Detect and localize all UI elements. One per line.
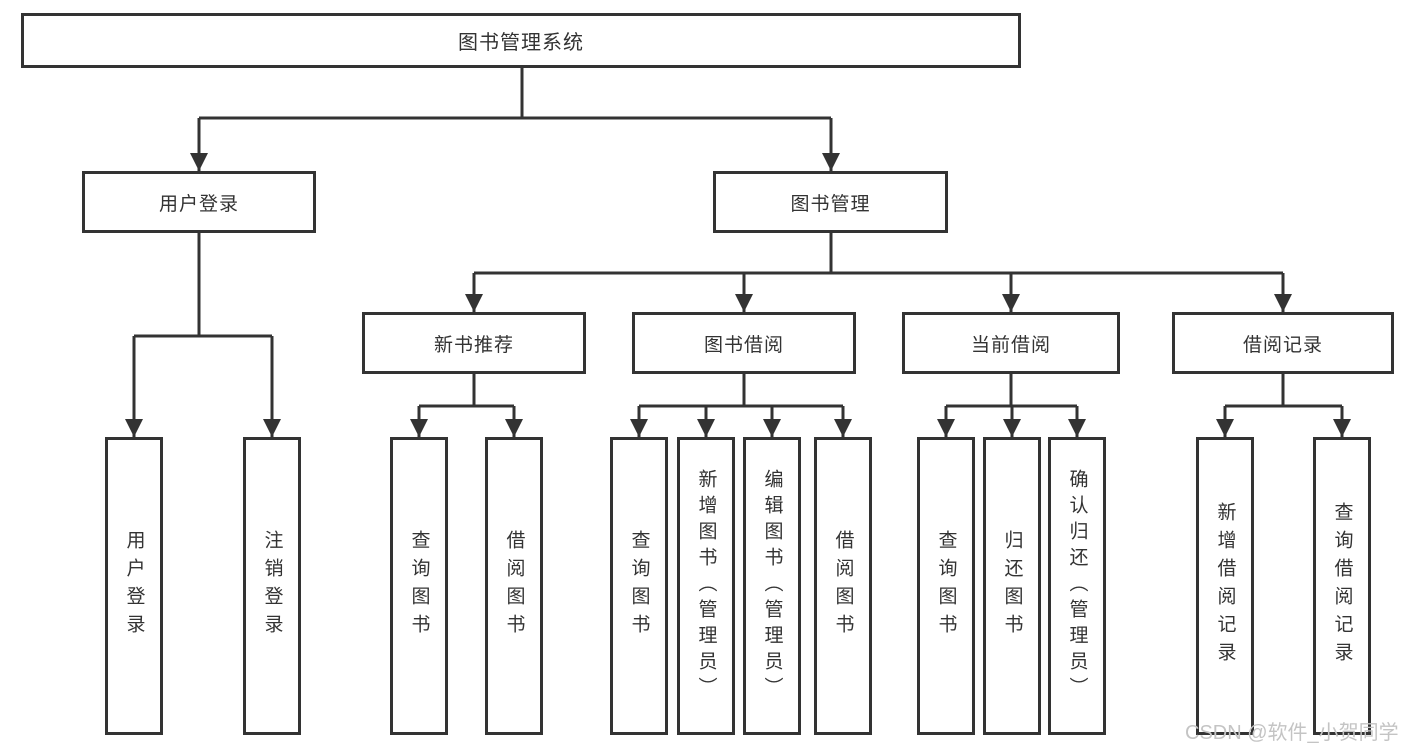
node-book-borrow: 图书借阅	[632, 312, 856, 374]
leaf-user-login: 用户登录	[105, 437, 163, 735]
leaf-add-borrow-record: 新增借阅记录	[1196, 437, 1254, 735]
leaf-add-books-admin: 新增图书（管理员）	[677, 437, 735, 735]
node-label: 借阅图书	[503, 530, 525, 642]
leaf-logout: 注销登录	[243, 437, 301, 735]
leaf-return-books: 归还图书	[983, 437, 1041, 735]
node-label: 查询图书	[628, 530, 650, 642]
node-label: 编辑图书（管理员）	[761, 469, 783, 703]
leaf-borrow-books-recommend: 借阅图书	[485, 437, 543, 735]
node-label: 图书借阅	[703, 334, 784, 356]
leaf-edit-books-admin: 编辑图书（管理员）	[743, 437, 801, 735]
node-label: 确认归还（管理员）	[1066, 469, 1088, 703]
leaf-borrow-books: 借阅图书	[814, 437, 872, 735]
node-label: 用户登录	[158, 193, 239, 215]
node-label: 归还图书	[1001, 530, 1023, 642]
node-new-book-recommend: 新书推荐	[362, 312, 586, 374]
leaf-query-borrow-record: 查询借阅记录	[1313, 437, 1371, 735]
watermark: CSDN @软件_小贺同学	[1185, 722, 1399, 744]
node-current-borrow: 当前借阅	[902, 312, 1120, 374]
leaf-query-books-current: 查询图书	[917, 437, 975, 735]
node-label: 图书管理	[790, 193, 871, 215]
node-label: 借阅记录	[1242, 334, 1323, 356]
node-label: 查询图书	[935, 530, 957, 642]
node-label: 新书推荐	[433, 334, 514, 356]
node-label: 新增借阅记录	[1214, 502, 1236, 670]
node-label: 借阅图书	[832, 530, 854, 642]
node-label: 图书管理系统	[458, 32, 584, 54]
node-label: 查询借阅记录	[1331, 502, 1353, 670]
node-label: 注销登录	[261, 530, 283, 642]
leaf-confirm-return-admin: 确认归还（管理员）	[1048, 437, 1106, 735]
node-user-login: 用户登录	[82, 171, 316, 233]
node-book-management: 图书管理	[713, 171, 948, 233]
node-label: 新增图书（管理员）	[695, 469, 717, 703]
node-label: 查询图书	[408, 530, 430, 642]
leaf-query-books-recommend: 查询图书	[390, 437, 448, 735]
node-root-library-system: 图书管理系统	[21, 13, 1021, 68]
node-borrow-records: 借阅记录	[1172, 312, 1394, 374]
node-label: 用户登录	[123, 530, 145, 642]
leaf-query-books-borrow: 查询图书	[610, 437, 668, 735]
node-label: 当前借阅	[970, 334, 1051, 356]
